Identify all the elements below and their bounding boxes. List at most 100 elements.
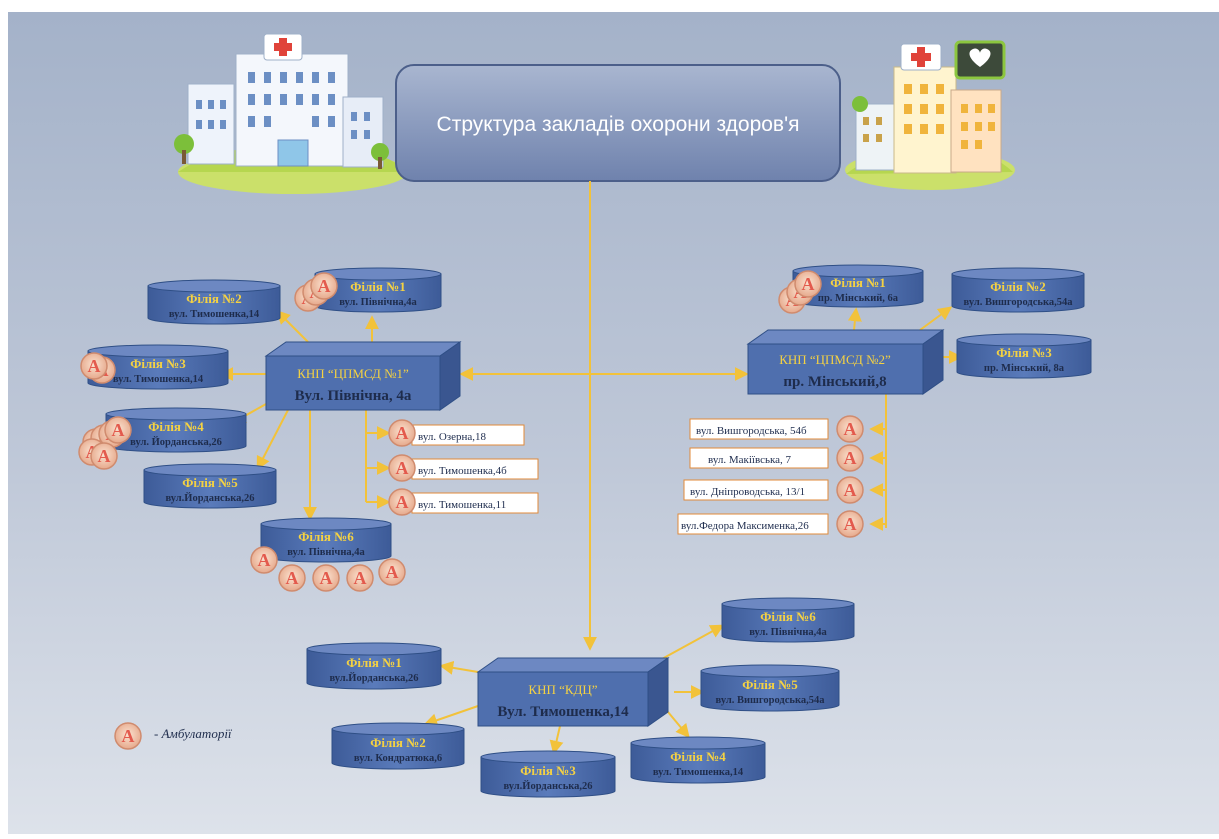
hub-title: КНП “ЦПМСД №1” xyxy=(297,366,409,381)
branch-c1-f6[interactable]: Філія №6 вул. Північна,4а xyxy=(260,517,392,563)
clinic-address: вул. Тимошенка,4б xyxy=(418,465,507,477)
ambulatory-a-icon: A xyxy=(388,454,416,482)
svg-text:A: A xyxy=(112,420,125,440)
clinic-c2-a2[interactable]: вул. Макіївська, 7 xyxy=(689,447,829,469)
branch-title: Філія №4 xyxy=(148,419,204,434)
ambulatory-a-icon: A xyxy=(388,488,416,516)
ambulatory-a-icon: A xyxy=(346,564,374,592)
svg-text:A: A xyxy=(802,274,815,294)
ambulatory-a-icon: A xyxy=(80,352,108,380)
hub-address: пр. Мінський,8 xyxy=(783,374,886,390)
clinic-address: вул.Федора Максименка,26 xyxy=(681,520,809,532)
clinic-c1-a3[interactable]: вул. Тимошенка,11 xyxy=(411,492,539,514)
ambulatory-a-icon: A xyxy=(388,419,416,447)
branch-k-f6[interactable]: Філія №6 вул. Північна,4а xyxy=(721,597,855,643)
svg-text:A: A xyxy=(286,568,299,588)
branch-address: вул.Йорданська,26 xyxy=(503,780,592,792)
svg-text:A: A xyxy=(396,458,409,478)
branch-title: Філія №4 xyxy=(670,749,726,764)
branch-title: Філія №3 xyxy=(130,356,186,371)
ambulatory-a-icon: A xyxy=(104,416,132,444)
hub-cpmsd1[interactable]: КНП “ЦПМСД №1” Вул. Північна, 4а xyxy=(264,341,462,411)
clinic-c1-a1[interactable]: вул. Озерна,18 xyxy=(411,424,525,446)
svg-text:A: A xyxy=(396,423,409,443)
branch-k-f2[interactable]: Філія №2 вул. Кондратюка,6 xyxy=(331,722,465,770)
ambulatory-a-icon: A xyxy=(114,722,142,750)
branch-title: Філія №6 xyxy=(760,609,816,624)
ambulatory-a-icon: A xyxy=(836,476,864,504)
ambulatory-a-icon: A xyxy=(836,510,864,538)
branch-title: Філія №6 xyxy=(298,529,354,544)
branch-title: Філія №5 xyxy=(742,677,798,692)
legend: - Амбулаторії xyxy=(154,726,233,741)
org-chart: Структура закладів охорони здоров'я xyxy=(8,12,1219,834)
branch-address: вул.Йорданська,26 xyxy=(165,492,254,504)
branch-c2-f2[interactable]: Філія №2 вул. Вишгородська,54а xyxy=(951,267,1085,313)
branch-address: вул. Північна,4а xyxy=(287,547,365,558)
hub-title: КНП “КДЦ” xyxy=(528,682,597,697)
ambulatory-badges: AAAAAAAAAAAAAAAAAAAAAAAAAAA xyxy=(78,270,864,750)
branch-address: вул. Вишгородська,54а xyxy=(716,695,826,706)
svg-text:A: A xyxy=(98,446,111,466)
clinic-address: вул. Озерна,18 xyxy=(418,431,487,443)
clinic-c2-a3[interactable]: вул. Дніпроводська, 13/1 xyxy=(683,479,829,501)
branch-title: Філія №2 xyxy=(186,291,242,306)
ambulatory-a-icon: A xyxy=(310,272,338,300)
branch-title: Філія №2 xyxy=(370,735,426,750)
hospital-heart-monitor-icon xyxy=(845,40,1015,190)
ambulatory-a-icon: A xyxy=(312,564,340,592)
clinic-address: вул. Макіївська, 7 xyxy=(708,454,792,466)
branch-address: пр. Мінський, 6а xyxy=(818,293,899,304)
branch-c2-f3[interactable]: Філія №3 пр. Мінський, 8а xyxy=(956,333,1092,379)
svg-text:A: A xyxy=(386,562,399,582)
connector-lines xyxy=(219,181,963,755)
ambulatory-a-icon: A xyxy=(90,442,118,470)
svg-text:A: A xyxy=(844,448,857,468)
svg-text:A: A xyxy=(258,550,271,570)
svg-text:A: A xyxy=(844,514,857,534)
branch-address: вул. Тимошенка,14 xyxy=(653,767,744,778)
svg-text:A: A xyxy=(844,480,857,500)
branch-k-f1[interactable]: Філія №1 вул.Йорданська,26 xyxy=(306,642,442,690)
svg-text:A: A xyxy=(844,419,857,439)
svg-text:A: A xyxy=(320,568,333,588)
branch-title: Філія №1 xyxy=(346,655,402,670)
clinic-c1-a2[interactable]: вул. Тимошенка,4б xyxy=(411,458,539,480)
svg-text:A: A xyxy=(122,726,135,746)
branch-c1-f3[interactable]: Філія №3 вул. Тимошенка,14 xyxy=(87,344,229,390)
hub-cpmsd2[interactable]: КНП “ЦПМСД №2” пр. Мінський,8 xyxy=(746,329,945,395)
ambulatory-a-icon: A xyxy=(278,564,306,592)
ambulatory-a-icon: A xyxy=(836,444,864,472)
branch-title: Філія №2 xyxy=(990,279,1046,294)
branch-title: Філія №1 xyxy=(830,275,886,290)
clinic-address: вул. Вишгородська, 54б xyxy=(696,425,807,437)
branch-c1-f4[interactable]: Філія №4 вул. Йорданська,26 xyxy=(105,407,247,453)
hub-kdc[interactable]: КНП “КДЦ” Вул. Тимошенка,14 xyxy=(476,657,670,727)
branch-address: вул.Йорданська,26 xyxy=(329,672,418,684)
branch-c1-f2[interactable]: Філія №2 вул. Тимошенка,14 xyxy=(147,279,281,325)
branch-title: Філія №1 xyxy=(350,279,406,294)
clinic-c2-a4[interactable]: вул.Федора Максименка,26 xyxy=(677,513,829,535)
branch-address: вул. Північна,4а xyxy=(749,627,827,638)
page-title: Структура закладів охорони здоров'я xyxy=(437,113,800,136)
branch-address: вул. Кондратюка,6 xyxy=(354,753,442,764)
svg-text:A: A xyxy=(396,492,409,512)
branch-address: вул. Північна,4а xyxy=(339,297,417,308)
branch-k-f4[interactable]: Філія №4 вул. Тимошенка,14 xyxy=(630,736,766,784)
title-box: Структура закладів охорони здоров'я xyxy=(395,64,841,182)
ambulatory-a-icon: A xyxy=(794,270,822,298)
legend-label: - Амбулаторії xyxy=(154,726,233,741)
branch-c1-f5[interactable]: Філія №5 вул.Йорданська,26 xyxy=(143,463,277,509)
branch-title: Філія №3 xyxy=(520,763,576,778)
hub-title: КНП “ЦПМСД №2” xyxy=(779,352,891,367)
svg-text:A: A xyxy=(318,276,331,296)
ambulatory-a-icon: A xyxy=(378,558,406,586)
branch-k-f5[interactable]: Філія №5 вул. Вишгородська,54а xyxy=(700,664,840,712)
branch-c1-f1[interactable]: Філія №1 вул. Північна,4а xyxy=(314,267,442,313)
clinic-address: вул. Дніпроводська, 13/1 xyxy=(690,486,805,498)
clinic-c2-a1[interactable]: вул. Вишгородська, 54б xyxy=(689,418,829,440)
clinic-address: вул. Тимошенка,11 xyxy=(418,499,506,511)
branch-k-f3[interactable]: Філія №3 вул.Йорданська,26 xyxy=(480,750,616,798)
ambulatory-a-icon: A xyxy=(250,546,278,574)
branch-c2-f1[interactable]: Філія №1 пр. Мінський, 6а xyxy=(792,264,924,308)
